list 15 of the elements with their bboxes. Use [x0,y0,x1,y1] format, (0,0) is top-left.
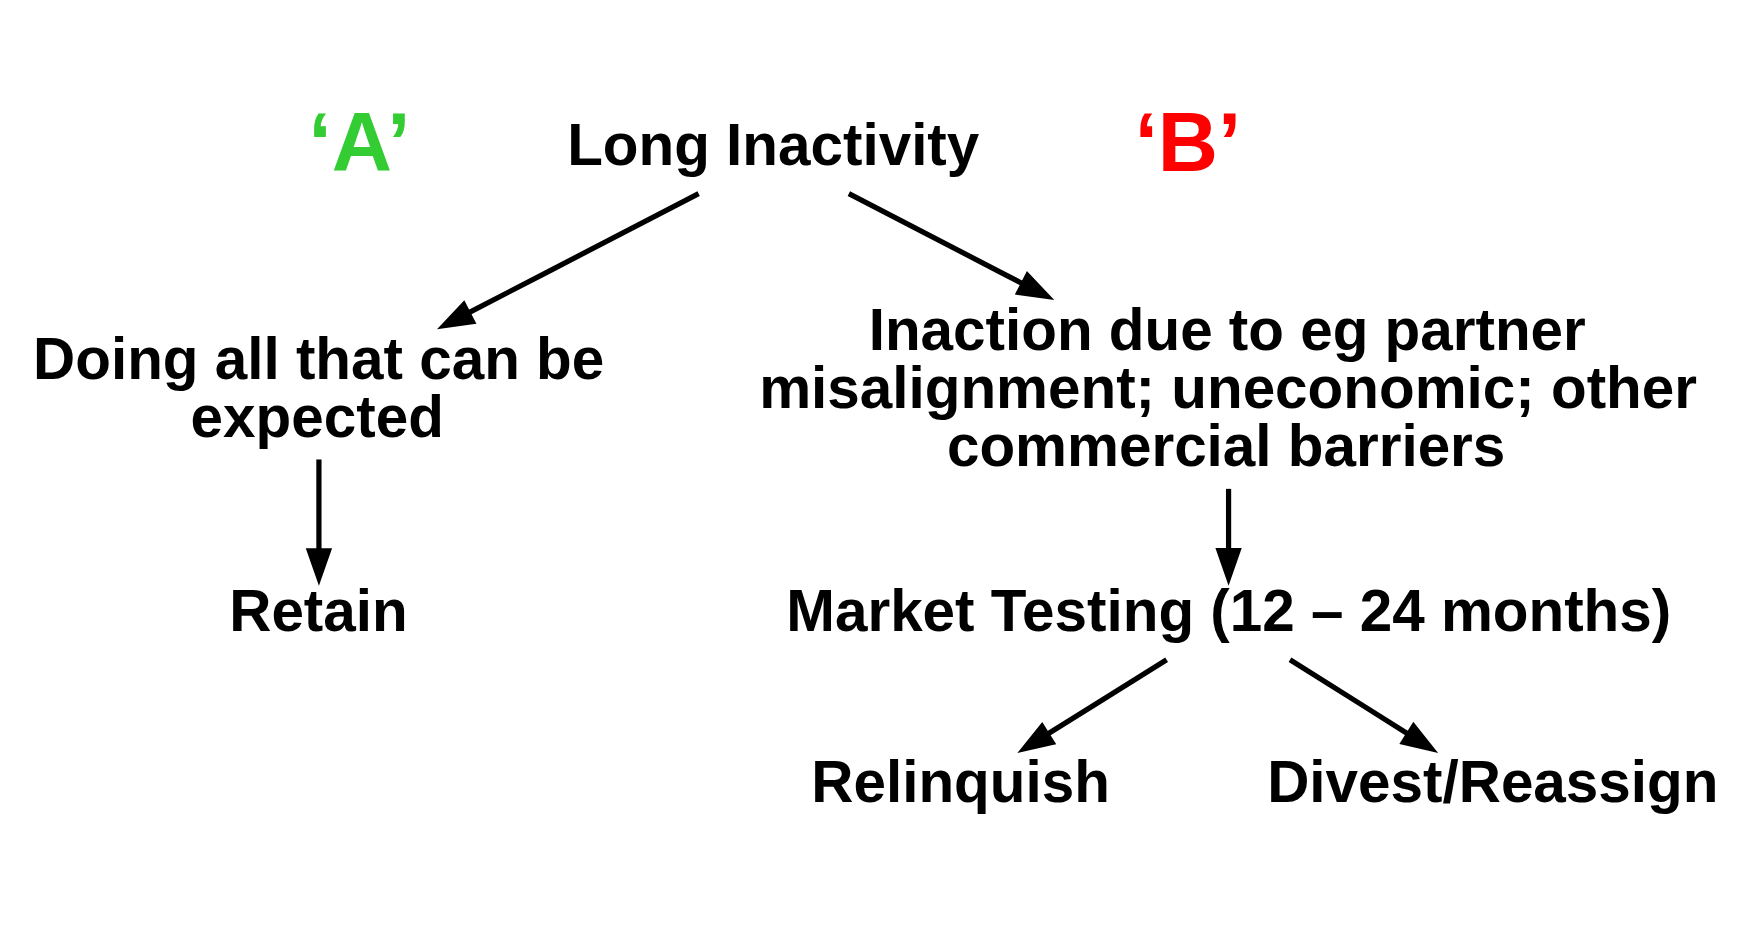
arrow [436,190,700,329]
arrow [847,190,1055,300]
arrow [305,458,333,586]
node-text: Market Testing (12 – 24 months) [786,577,1672,643]
node-text: Inaction due to eg partner misalignment; uneconomic; other commercial barriers [759,296,1697,478]
arrow [1215,488,1242,586]
arrow [1288,656,1439,753]
node-text: Doing all that can be expected [33,325,605,449]
arrow [1017,656,1168,753]
node-text: Retain [229,577,408,643]
node-text: Long Inactivity [567,111,980,177]
label: ‘B’ [1134,94,1242,189]
node-text: Relinquish [811,748,1110,814]
node-text: Divest/Reassign [1267,748,1719,814]
label: ‘A’ [308,94,411,189]
